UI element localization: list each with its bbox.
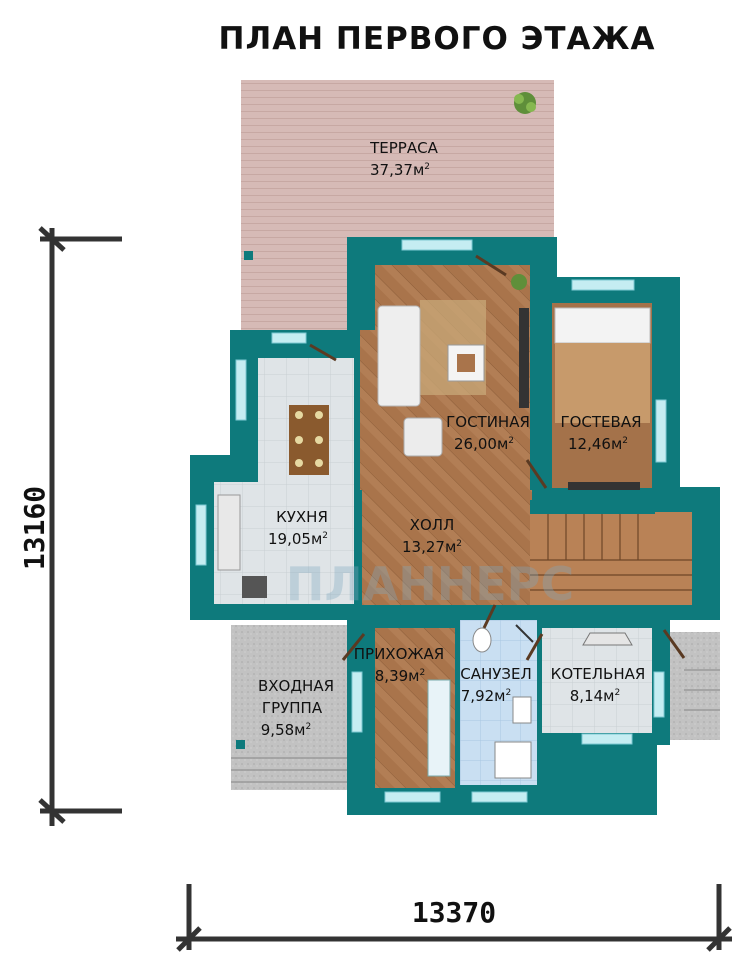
width-dimension: 13370 [412,896,496,929]
plant-icon [511,274,527,290]
living-area: 26,00м2 [454,435,514,453]
stairs-treads [530,512,692,591]
living-name: ГОСТИНАЯ [446,413,530,431]
bed-headboard [554,307,651,344]
entrance-floor [231,625,350,790]
kitchen-counter [217,494,241,571]
toilet-icon [472,627,492,653]
entryhall-name: ПРИХОЖАЯ [354,645,444,663]
entryhall-area: 8,39м2 [375,667,425,685]
bathroom-name: САНУЗЕЛ [460,665,532,683]
room-terrace: ТЕРРАСА 37,37м2 [369,139,438,179]
boiler-area: 8,14м2 [570,687,620,705]
plant-icon [514,92,536,114]
room-living: ГОСТИНАЯ 26,00м2 [446,413,530,453]
boiler-name: КОТЕЛЬНАЯ [551,665,646,683]
kitchen-area: 19,05м2 [268,530,328,548]
stairs-wall [530,500,655,514]
boiler-hood [582,632,633,646]
bed [555,343,650,423]
width-dimension-line [176,884,732,952]
hall-floor [362,490,532,605]
height-dimension-line [38,226,122,826]
entrance-name-line1: ВХОДНАЯ [258,677,334,695]
bath-door [515,624,534,643]
kitchen-name: КУХНЯ [276,508,328,526]
page-title: ПЛАН ПЕРВОГО ЭТАЖА [219,21,656,57]
side-steps-lines [684,669,720,711]
sink-icon [512,696,532,724]
living-floor-edge [360,330,380,490]
dining-table [289,405,329,475]
coffee-table-top [457,354,475,372]
room-kitchen: КУХНЯ 19,05м2 [268,508,328,548]
doors [309,254,686,661]
entrance-post [236,740,245,749]
height-dimension: 13160 [18,486,51,570]
shower-icon [494,741,532,779]
terrace-name: ТЕРРАСА [369,139,438,157]
kitchen-floor [258,358,354,604]
entrance-name-line2: ГРУППА [262,699,323,717]
entrance-steps [231,757,350,783]
entrance-area: 9,58м2 [261,721,311,739]
watermark: ПЛАННЕРС [286,557,574,611]
room-entrance: ВХОДНАЯ ГРУППА 9,58м2 [258,677,334,739]
room-entryhall: ПРИХОЖАЯ 8,39м2 [354,645,444,685]
tv-unit [519,308,529,408]
stove-icon [242,576,267,598]
room-bathroom: САНУЗЕЛ 7,92м2 [460,665,532,705]
guest-area: 12,46м2 [568,435,628,453]
armchair [403,417,443,457]
windows [195,239,667,803]
guest-shelf [568,482,640,490]
radiator-icon [427,679,451,777]
guest-name: ГОСТЕВАЯ [560,413,641,431]
sofa [377,305,421,407]
hall-name: ХОЛЛ [410,516,455,534]
bathroom-area: 7,92м2 [461,687,511,705]
room-boiler: КОТЕЛЬНАЯ 8,14м2 [551,665,646,705]
hall-area: 13,27м2 [402,538,462,556]
terrace-post [244,251,253,260]
terrace-area: 37,37м2 [370,161,430,179]
room-hall: ХОЛЛ 13,27м2 [402,516,462,556]
room-guest: ГОСТЕВАЯ 12,46м2 [560,413,641,453]
